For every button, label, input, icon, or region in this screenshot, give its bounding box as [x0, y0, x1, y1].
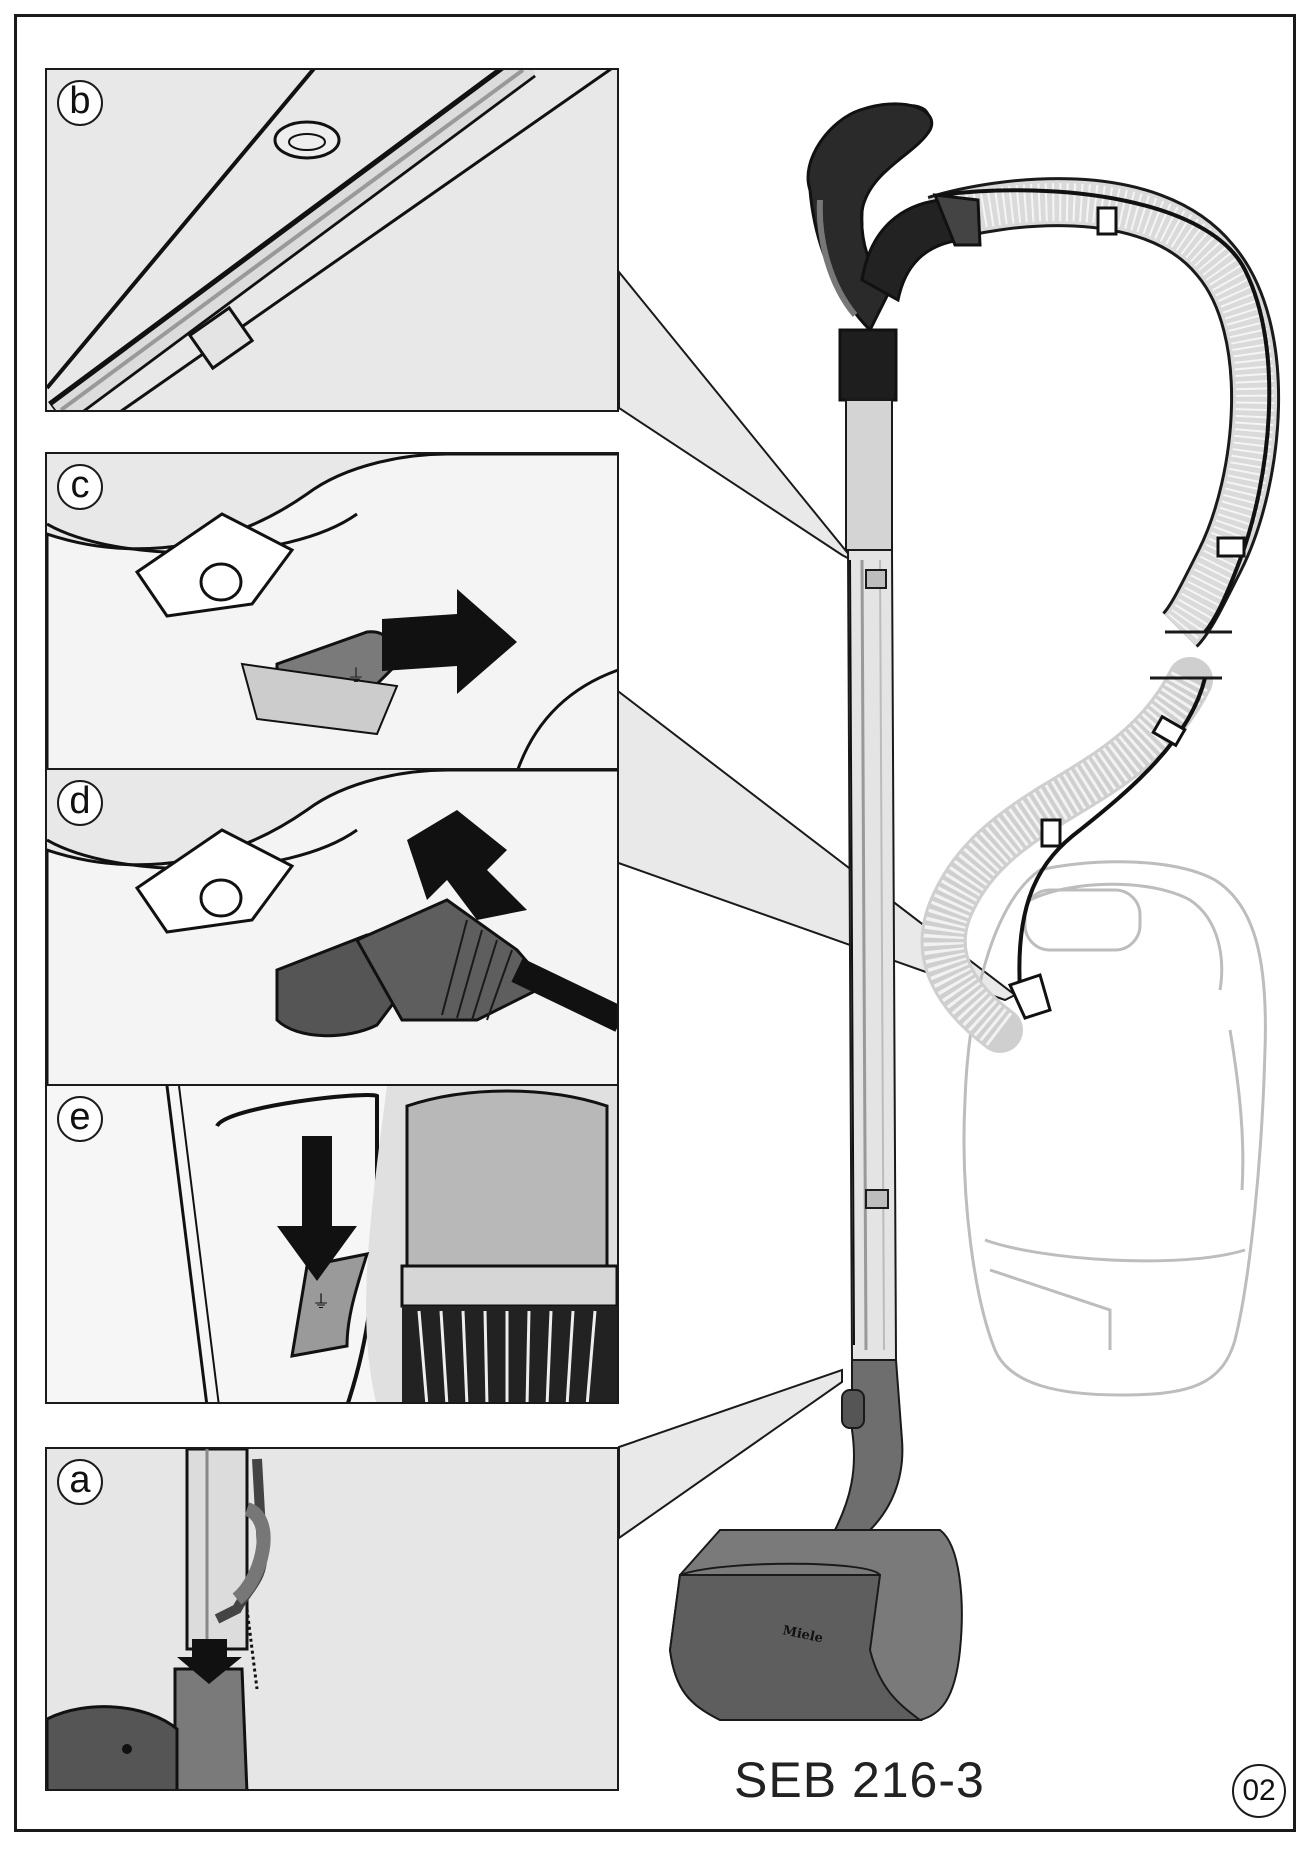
arrow-icon	[277, 1136, 357, 1281]
cable-clip	[1096, 206, 1118, 236]
callout-c: c	[57, 464, 103, 510]
wand-handle	[806, 102, 982, 402]
panel-d: d	[45, 768, 619, 1086]
vacuum-body	[962, 860, 1267, 1397]
panel-a: a	[45, 1447, 619, 1791]
plug-icon: ⏚	[312, 1292, 330, 1312]
plug-insert-illustration	[47, 770, 617, 1084]
cable-plug	[1007, 973, 1052, 1020]
cable-clip	[1216, 536, 1246, 558]
panel-e: ⏚ e	[45, 1084, 619, 1404]
hose-upper	[928, 180, 1278, 646]
arrow-icon	[407, 810, 527, 920]
callout-e: e	[57, 1096, 103, 1142]
panel-c: ⏚ c	[45, 452, 619, 770]
cable-clip	[273, 120, 341, 160]
brush-connection-illustration	[47, 1449, 617, 1789]
power-brush: Miele	[668, 1359, 963, 1721]
model-label: SEB 216-3	[734, 1752, 985, 1808]
arrow-icon	[177, 1639, 242, 1684]
cable-clip	[1151, 714, 1187, 748]
cable-clip	[187, 305, 255, 371]
panel-b: b	[45, 68, 619, 412]
arrow-icon	[382, 589, 517, 694]
callout-b: b	[57, 80, 103, 126]
socket-cover-open-illustration: ⏚	[47, 454, 617, 768]
wand-cable-detail-illustration	[47, 70, 613, 410]
hose-lower	[920, 657, 1213, 1053]
callout-wedge-b	[618, 269, 856, 563]
callout-a: a	[57, 1459, 103, 1505]
telescopic-wand	[845, 399, 898, 1361]
cable-clip	[1040, 818, 1062, 848]
callout-d: d	[57, 780, 103, 826]
socket-cover-close-illustration: ⏚	[47, 1086, 617, 1402]
page-number: 02	[1232, 1764, 1286, 1818]
hose-upper-ribs	[929, 183, 1275, 644]
plug-icon: ⏚	[347, 666, 365, 686]
callout-wedge-a	[618, 1368, 843, 1540]
cable-upper	[939, 188, 1272, 634]
